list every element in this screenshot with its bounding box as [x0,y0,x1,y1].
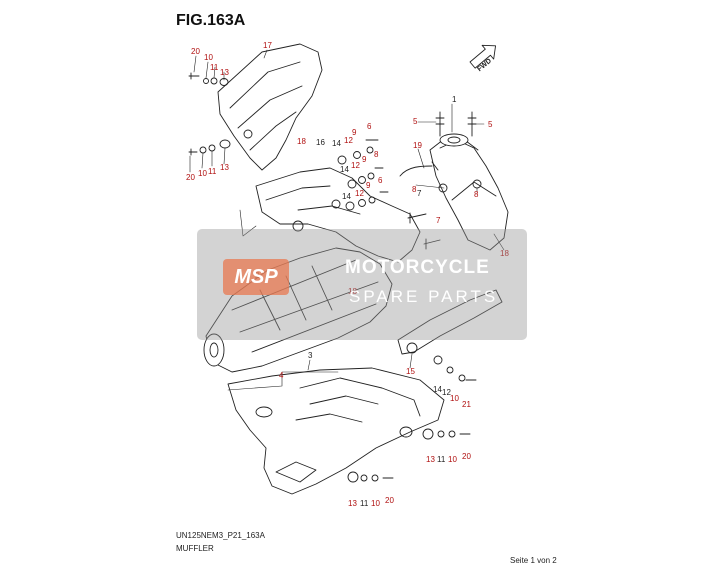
callout-c6a: 6 [367,122,372,131]
callout-c11b: 11 [208,167,217,176]
callout-c12a: 12 [344,136,353,145]
callout-c15: 15 [406,367,415,376]
callout-c12c: 12 [355,189,364,198]
callout-c19: 19 [413,141,422,150]
callout-c8b: 8 [412,185,417,194]
muffler-cover-3 [227,367,445,495]
callout-c13c: 13 [426,455,435,464]
callout-c21: 21 [462,400,471,409]
watermark-line2: SPARE PARTS [349,287,499,306]
callout-c12d: 12 [442,388,451,397]
callout-c17: 17 [263,41,272,50]
fwd-arrow-icon [469,44,497,69]
callout-c12b: 12 [351,161,360,170]
callout-c4: 4 [279,371,284,380]
page-indicator: Seite 1 von 2 [510,556,557,565]
callout-c10c: 10 [450,394,459,403]
callout-c9a: 9 [352,128,357,137]
callout-c7b: 7 [436,216,441,225]
callout-c14b: 14 [340,165,349,174]
muffler-stay [397,289,503,355]
heat-shield-17 [217,43,323,171]
callout-c11c: 11 [437,455,446,464]
callout-c10d: 10 [448,455,457,464]
callout-c1: 1 [452,95,457,104]
callout-c7a: 7 [417,189,422,198]
callout-c8c: 8 [474,190,479,199]
callout-c18a: 18 [297,137,306,146]
callout-c18b: 18 [500,249,509,258]
callout-c14c: 14 [342,192,351,201]
callout-c20c: 20 [462,452,471,461]
callout-c5b: 5 [488,120,493,129]
callout-c20b: 20 [186,173,195,182]
callout-c20d: 20 [385,496,394,505]
figure-name: MUFFLER [176,544,214,553]
watermark-logo: MSP [223,259,289,295]
callout-c6b: 6 [378,176,383,185]
figure-code: UN125NEM3_P21_163A [176,531,265,540]
figure-title: FIG.163A [176,12,246,29]
exhaust-pipe-header [429,135,509,251]
callout-c14a: 14 [332,139,341,148]
callout-c9c: 9 [366,181,371,190]
callout-c11d: 11 [360,499,369,508]
callout-c16: 16 [316,138,325,147]
callout-c13a: 13 [220,68,229,77]
callout-c14d: 14 [433,385,442,394]
callout-c3: 3 [308,351,313,360]
callout-c20a: 20 [191,47,200,56]
callout-c10a: 10 [204,53,213,62]
callout-c10e: 10 [371,499,380,508]
callout-c5a: 5 [413,117,418,126]
callout-c9b: 9 [362,155,367,164]
callout-c10b: 10 [198,169,207,178]
callout-c13b: 13 [220,163,229,172]
callout-c18c: 18 [348,287,357,296]
muffler-bracket [255,167,421,263]
watermark-banner: MSP MOTORCYCLE SPARE PARTS [197,229,527,340]
callout-c13d: 13 [348,499,357,508]
watermark-line1: MOTORCYCLE [345,257,490,278]
callout-c11a: 11 [210,63,219,72]
callout-c8a: 8 [374,150,379,159]
